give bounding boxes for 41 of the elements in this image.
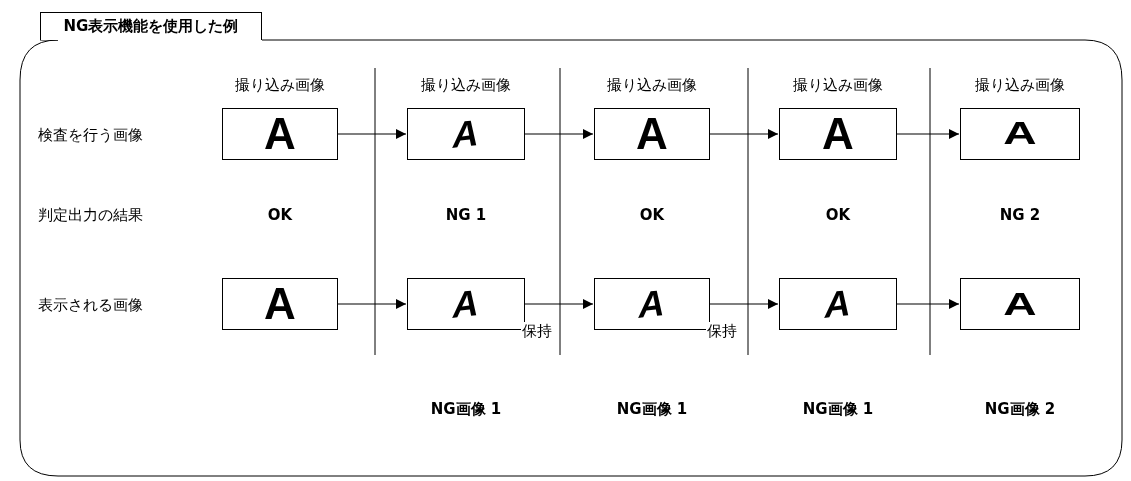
edge-label: 保持 xyxy=(706,322,738,341)
arrow xyxy=(709,299,779,309)
letter-image: A xyxy=(1003,288,1037,320)
image-frame xyxy=(960,108,1080,160)
image-caption: NG画像 1 xyxy=(616,400,688,419)
row-label: 判定出力の結果 xyxy=(38,206,143,225)
image-frame xyxy=(222,278,338,330)
result-label: NG 2 xyxy=(999,206,1041,224)
image-caption: NG画像 1 xyxy=(802,400,874,419)
image-frame xyxy=(779,278,897,330)
letter-image: A xyxy=(450,284,482,324)
result-label: OK xyxy=(825,206,851,224)
result-label: OK xyxy=(639,206,665,224)
image-frame xyxy=(222,108,338,160)
letter-image: A xyxy=(450,114,482,154)
letter-image: A xyxy=(264,282,296,326)
row-label: 検査を行う画像 xyxy=(38,126,143,145)
result-label: NG 1 xyxy=(445,206,487,224)
letter-image: A xyxy=(636,112,668,156)
letter-image: A xyxy=(1003,118,1037,150)
letter-image: A xyxy=(264,112,296,156)
letter-image: A xyxy=(822,284,854,324)
result-label: OK xyxy=(267,206,293,224)
arrow xyxy=(896,129,960,139)
arrow xyxy=(709,129,779,139)
image-frame xyxy=(407,108,525,160)
arrow xyxy=(524,129,594,139)
arrow xyxy=(524,299,594,309)
image-caption: NG画像 1 xyxy=(430,400,502,419)
letter-image: A xyxy=(822,112,854,156)
image-frame xyxy=(779,108,897,160)
image-caption: NG画像 2 xyxy=(984,400,1056,419)
letter-image: A xyxy=(636,284,668,324)
arrow xyxy=(896,299,960,309)
row-label: 表示される画像 xyxy=(38,296,143,315)
edge-label: 保持 xyxy=(521,322,553,341)
image-frame xyxy=(960,278,1080,330)
arrow xyxy=(337,129,407,139)
title-tab: NG表示機能を使用した例 xyxy=(40,12,262,40)
arrow xyxy=(337,299,407,309)
image-frame xyxy=(594,108,710,160)
